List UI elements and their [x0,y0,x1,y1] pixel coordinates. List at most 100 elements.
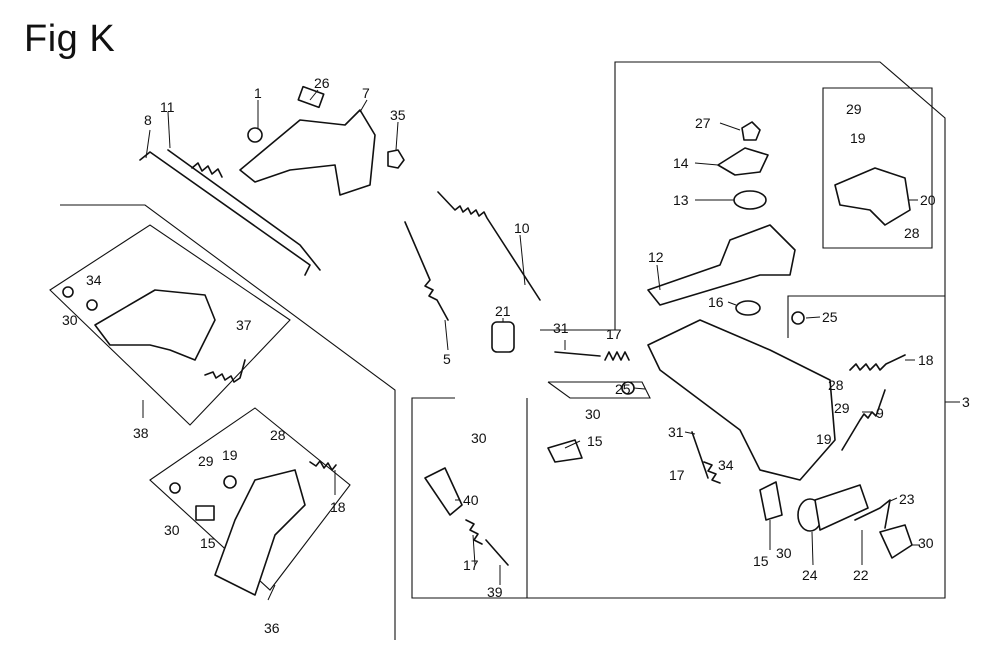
callout-10: 10 [514,220,530,236]
nut-27 [741,121,761,141]
callout-38: 38 [133,425,149,441]
callout-30: 30 [918,535,934,551]
callout-34: 34 [718,457,734,473]
callout-30: 30 [471,430,487,446]
frame-38 [49,224,291,426]
callout-34: 34 [86,272,102,288]
callout-28: 28 [904,225,920,241]
clip-15-b [547,439,583,463]
bracket-20 [834,167,911,226]
callout-1: 1 [254,85,262,101]
callout-19: 19 [850,130,866,146]
leader-lines [142,89,960,601]
frame-20 [822,87,933,249]
arm-12 [647,224,796,306]
callout-19: 19 [222,447,238,463]
callout-labels: 1 26 7 35 8 11 10 5 21 34 30 37 38 29 19… [62,75,970,636]
spring-10 [437,191,541,301]
callout-39: 39 [487,584,503,600]
rod-39 [485,539,509,566]
control-lever-7 [239,109,376,196]
bolt-19-a [223,475,237,489]
callout-31: 31 [553,320,569,336]
callout-8: 8 [144,112,152,128]
bolt-30-a [62,286,74,298]
callout-5: 5 [443,351,451,367]
bolt-31-b [691,431,709,479]
nut-1 [247,127,263,143]
callout-30: 30 [164,522,180,538]
nut-34-a [86,299,98,311]
callout-20: 20 [920,192,936,208]
callout-30: 30 [585,406,601,422]
callout-17: 17 [669,467,685,483]
callout-22: 22 [853,567,869,583]
callout-26: 26 [314,75,330,91]
bracket-40 [424,467,463,516]
clip-15-a [195,505,215,521]
callout-29: 29 [834,400,850,416]
callout-35: 35 [390,107,406,123]
callout-40: 40 [463,492,479,508]
wire-22-23 [854,499,891,529]
spring-18-b [849,354,906,371]
callout-18: 18 [918,352,934,368]
callout-12: 12 [648,249,664,265]
spring-18-a [309,460,337,471]
bracket-38 [94,289,216,361]
callout-17: 17 [606,326,622,342]
rod-11 [167,149,321,271]
spring-17-a [604,351,630,361]
spring-17-b [465,519,483,545]
callout-29: 29 [198,453,214,469]
upper-left-divider [60,204,396,640]
bolt-31-a [554,351,601,357]
callout-27: 27 [695,115,711,131]
callout-18: 18 [330,499,346,515]
bolt-25-a [791,311,805,325]
callout-3: 3 [962,394,970,410]
plate-14 [717,147,769,176]
clip-15-c [759,481,783,521]
nut-35 [387,149,405,169]
callout-25: 25 [615,381,631,397]
rod-5 [404,221,449,321]
spring-17-c [703,461,721,484]
callout-36: 36 [264,620,280,636]
callout-31: 31 [668,424,684,440]
callout-29: 29 [846,101,862,117]
callout-37: 37 [236,317,252,333]
callout-25: 25 [822,309,838,325]
callout-15: 15 [753,553,769,569]
rod-spring [191,162,223,178]
figure-title: Fig K [24,18,116,60]
callout-7: 7 [362,85,370,101]
holder-23 [879,524,913,559]
callout-15: 15 [587,433,603,449]
bushing-21 [491,321,515,353]
spring-9 [841,389,886,451]
frame-3-inner [787,295,945,338]
callout-30: 30 [62,312,78,328]
throttle-rod-8 [139,151,311,276]
callout-19: 19 [816,431,832,447]
spring-37 [204,359,246,383]
bolt-30-b [169,482,181,494]
callout-9: 9 [876,405,884,421]
callout-11: 11 [160,99,175,115]
callout-28: 28 [270,427,286,443]
callout-13: 13 [673,192,689,208]
callout-17: 17 [463,557,479,573]
callout-24: 24 [802,567,818,583]
parts [62,85,913,596]
callout-23: 23 [899,491,915,507]
cylinder-24 [814,484,869,531]
frame-3-top [411,61,946,599]
callout-28: 28 [828,377,844,393]
washer-13 [733,190,767,210]
main-body-3 [647,319,836,481]
callout-30: 30 [776,545,792,561]
bracket-26 [297,85,325,109]
washer-16 [735,300,761,316]
